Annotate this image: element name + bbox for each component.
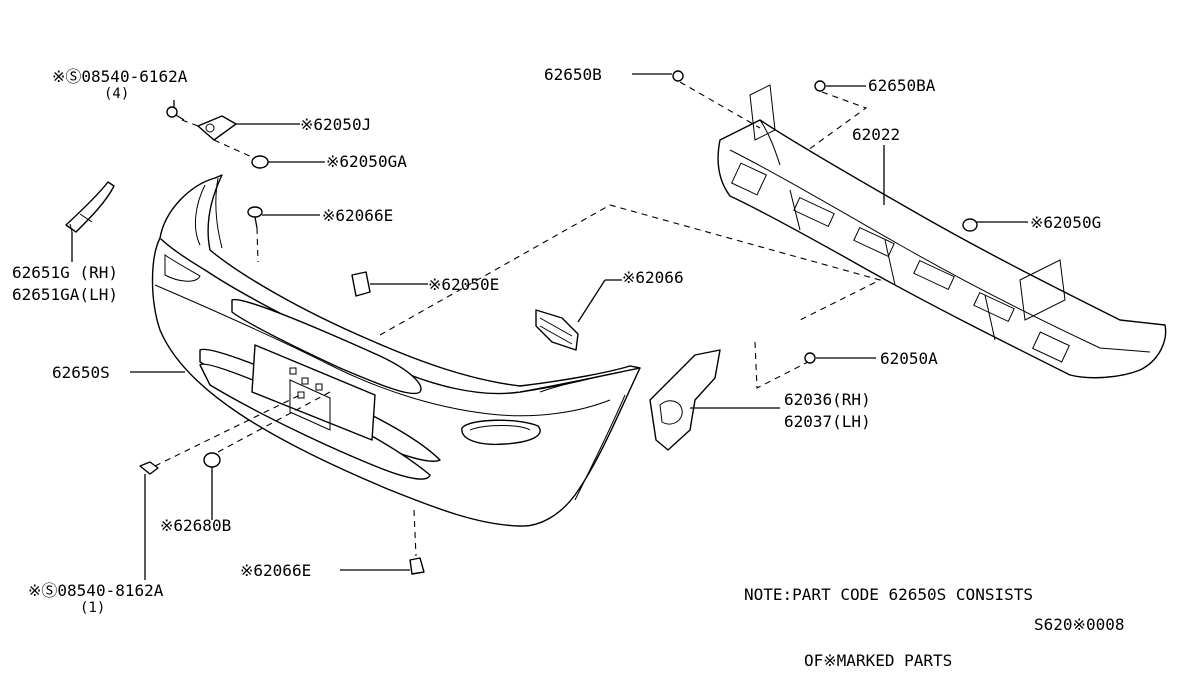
clip-62066E-bottom	[409, 557, 425, 575]
callout-08540-6162A-qty: (4)	[104, 86, 129, 102]
callout-62066E-bottom: ※62066E	[240, 561, 311, 580]
bolt-62050A	[804, 352, 816, 364]
clip-62050G	[962, 218, 978, 232]
callout-labels: ※Ⓢ08540-6162A (4) ※62050J ※62050GA ※6206…	[12, 65, 1101, 616]
parts-note: NOTE:PART CODE 62650S CONSISTS OF※MARKED…	[744, 540, 1033, 694]
front-bumper-fascia	[151, 174, 641, 527]
callout-62022: 62022	[852, 125, 900, 144]
clip-62066E-top	[247, 206, 263, 229]
callout-62650B: 62650B	[544, 65, 602, 84]
callout-08540-6162A: ※Ⓢ08540-6162A	[52, 67, 188, 86]
side-bracket-62651G	[65, 181, 115, 233]
callout-08540-8162A-qty: (1)	[80, 600, 105, 616]
callout-08540-8162A: ※Ⓢ08540-8162A	[28, 581, 164, 600]
diagram-code: S620※0008	[1034, 615, 1125, 634]
bolt-62650BA	[814, 80, 826, 92]
grommet-62050GA	[251, 155, 269, 169]
callout-62050E: ※62050E	[428, 275, 499, 294]
callout-62651G: 62651G (RH)	[12, 263, 118, 282]
callout-62037: 62037(LH)	[784, 412, 871, 431]
bumper-reinforcement-beam	[717, 84, 1167, 379]
callout-62651GA: 62651GA(LH)	[12, 285, 118, 304]
dashed-guide-lines	[154, 81, 882, 557]
clip-62050E	[351, 271, 371, 297]
callout-62050G: ※62050G	[1030, 213, 1101, 232]
grommet-62680B	[203, 452, 221, 468]
parts-diagram: ※Ⓢ08540-6162A (4) ※62050J ※62050GA ※6206…	[12, 65, 1167, 616]
bolt-62650B	[672, 70, 684, 82]
bracket-62036	[649, 349, 721, 451]
callout-62650S: 62650S	[52, 363, 110, 382]
callout-62050J: ※62050J	[300, 115, 371, 134]
screw-08540-6162A	[166, 106, 185, 121]
note-line-2: OF※MARKED PARTS	[804, 651, 953, 670]
callout-62066E-top: ※62066E	[322, 206, 393, 225]
note-line-1: NOTE:PART CODE 62650S CONSISTS	[744, 585, 1033, 604]
callout-62050GA: ※62050GA	[326, 152, 407, 171]
screw-08540-8162A	[139, 461, 159, 475]
clip-62050J	[197, 115, 237, 141]
pad-62066	[535, 309, 579, 351]
leader-lines	[71, 73, 1028, 580]
callout-62050A: 62050A	[880, 349, 938, 368]
callout-62036: 62036(RH)	[784, 390, 871, 409]
callout-62066: ※62066	[622, 268, 684, 287]
callout-62650BA: 62650BA	[868, 76, 936, 95]
callout-62680B: ※62680B	[160, 516, 231, 535]
